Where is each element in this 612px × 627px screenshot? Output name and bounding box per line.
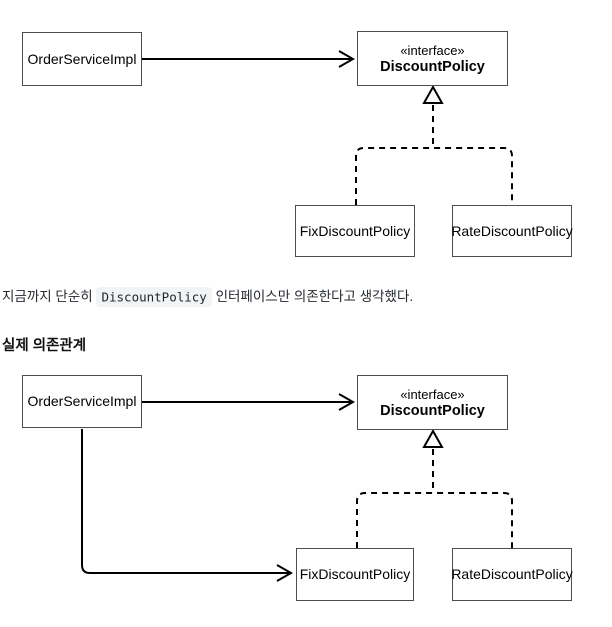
top-rate-discount-policy-box: RateDiscountPolicy xyxy=(451,205,573,257)
top-discount-policy-interface-box: «interface» DiscountPolicy xyxy=(357,31,508,86)
paragraph-text-after: 인터페이스만 의존한다고 생각했다. xyxy=(215,289,414,304)
top-discount-policy-label: DiscountPolicy xyxy=(380,58,485,75)
bottom-order-service-impl-label: OrderServiceImpl xyxy=(27,393,137,409)
top-interface-stereotype-label: «interface» xyxy=(400,42,465,58)
top-dependency-arrowhead-icon xyxy=(338,50,356,68)
inline-code-discount-policy: DiscountPolicy xyxy=(96,286,212,307)
bottom-realization-branches xyxy=(356,492,513,548)
bottom-rate-discount-policy-label: RateDiscountPolicy xyxy=(451,566,573,582)
bottom-fix-discount-policy-label: FixDiscountPolicy xyxy=(299,566,411,582)
top-realization-branches xyxy=(355,147,513,205)
top-fix-discount-policy-box: FixDiscountPolicy xyxy=(295,205,415,257)
bottom-discount-policy-interface-box: «interface» DiscountPolicy xyxy=(357,375,508,430)
bottom-order-service-impl-box: OrderServiceImpl xyxy=(22,375,142,428)
bottom-rate-discount-policy-box: RateDiscountPolicy xyxy=(451,548,573,601)
section-heading: 실제 의존관계 xyxy=(2,338,87,354)
bottom-realization-triangle-icon xyxy=(422,428,444,448)
top-realization-triangle-icon xyxy=(422,84,444,104)
bottom-elbow-arrowhead-icon xyxy=(276,564,294,582)
top-order-service-impl-box: OrderServiceImpl xyxy=(22,32,142,86)
bottom-fix-discount-policy-box: FixDiscountPolicy xyxy=(296,548,414,601)
paragraph-text-before: 지금까지 단순히 xyxy=(2,289,93,304)
bottom-dependency-arrowhead-icon xyxy=(338,393,356,411)
top-rate-discount-policy-label: RateDiscountPolicy xyxy=(451,222,573,239)
bottom-interface-stereotype-label: «interface» xyxy=(400,386,465,402)
bottom-elbow-arrow-line xyxy=(81,429,289,574)
bottom-discount-policy-label: DiscountPolicy xyxy=(380,402,485,419)
description-paragraph: 지금까지 단순히 DiscountPolicy 인터페이스만 의존한다고 생각했… xyxy=(2,286,602,307)
top-order-service-impl-label: OrderServiceImpl xyxy=(27,50,137,67)
top-fix-discount-policy-label: FixDiscountPolicy xyxy=(299,222,411,239)
